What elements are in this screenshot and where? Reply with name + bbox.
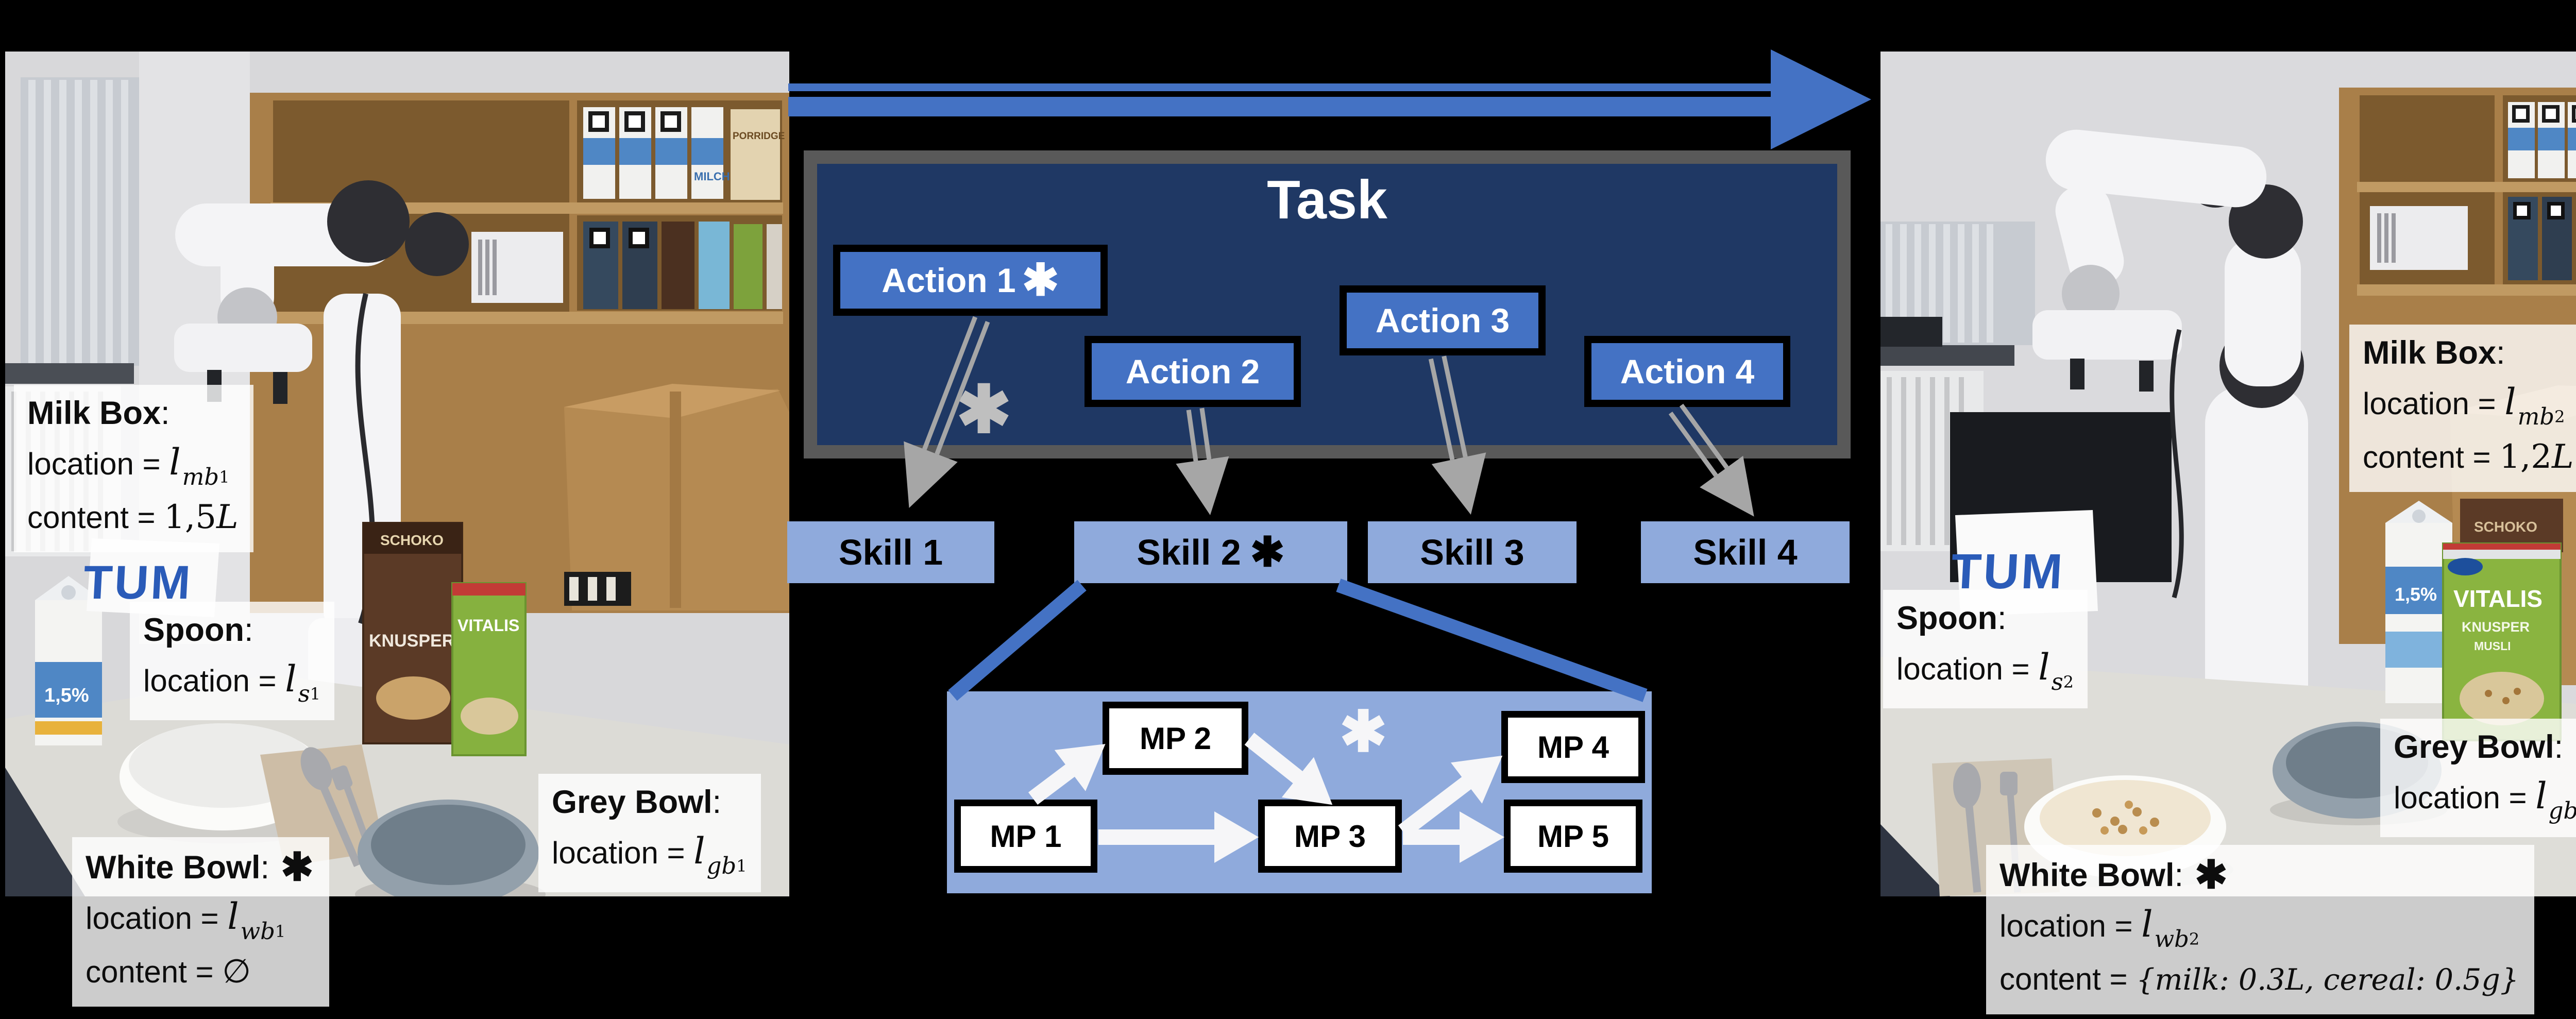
label-white-bowl-final: White Bowl:✱ location = lwb2 content = {… [1986, 845, 2535, 1014]
label-title: White Bowl [86, 850, 261, 886]
milk-fat-text: 1,5% [44, 685, 89, 706]
milch-text: MILCH [694, 170, 730, 183]
milk-cartons-shelf [2508, 102, 2576, 178]
mp-5-box[interactable]: MP 5 [1504, 800, 1642, 873]
napkin [260, 744, 385, 867]
action-3-label: Action 3 [1375, 301, 1510, 339]
label-title: Spoon [143, 612, 244, 648]
milk-carton: 1,5% [2385, 501, 2452, 703]
label-spoon-final: Spoon: location = ls2 [1883, 590, 2088, 708]
label-milk-box-final: Milk Box: location = lmb2 content = 1,2L [2349, 325, 2576, 492]
skill-4-label: Skill 4 [1693, 532, 1798, 572]
label-title: Milk Box [2363, 335, 2497, 371]
action-2-box[interactable]: Action 2 [1084, 336, 1301, 407]
cereal-box-vitalis: VITALIS [451, 582, 527, 756]
skill-1-box[interactable]: Skill 1 [787, 521, 994, 583]
window-blinds [5, 77, 139, 384]
gripper-hand [174, 324, 312, 372]
timeline-arrow [788, 49, 1871, 149]
porridge-box-shelf: PORRIDGE [731, 109, 785, 200]
gripper-hand [2032, 310, 2182, 360]
asterisk-icon: ✱ [280, 845, 314, 889]
label-title: Grey Bowl [552, 784, 713, 820]
action-1-label: Action 1 [882, 261, 1016, 299]
skill-4-box[interactable]: Skill 4 [1641, 521, 1850, 583]
window-blinds [1880, 222, 2035, 366]
floor-shadow [5, 768, 85, 896]
gripper-wrist [2062, 265, 2120, 322]
milk-cartons-shelf: MILCH [583, 107, 730, 199]
asterisk-icon: ✱ [956, 373, 1012, 447]
power-supply-box [471, 232, 563, 303]
skill-1-label: Skill 1 [838, 532, 943, 572]
action-4-box[interactable]: Action 4 [1584, 336, 1790, 407]
label-grey-bowl-final: Grey Bowl: location = lgb2 [2380, 719, 2576, 837]
mp-4-label: MP 4 [1537, 729, 1609, 765]
label-grey-bowl-initial: Grey Bowl: location = lgb1 [538, 774, 761, 892]
robot-joint [405, 212, 469, 276]
tum-sign: TUM [82, 538, 219, 617]
asterisk-icon: ✱ [2194, 853, 2228, 897]
mp-2-box[interactable]: MP 2 [1103, 702, 1248, 775]
skill-3-label: Skill 3 [1420, 532, 1524, 572]
cardboard-box [564, 384, 789, 610]
floor-shadow [1880, 824, 1950, 896]
label-title: Milk Box [27, 395, 161, 431]
skill-2-box[interactable]: Skill 2✱ [1074, 521, 1347, 583]
tum-logo-text: TUM [82, 556, 194, 609]
knusper-text: KNUSPER [2462, 619, 2530, 635]
mp-3-box[interactable]: MP 3 [1258, 800, 1402, 873]
milk-carton: 1,5% [35, 576, 102, 745]
grey-bowl [355, 800, 546, 896]
mp-4-box[interactable]: MP 4 [1501, 711, 1645, 783]
asterisk-icon: ✱ [1250, 529, 1285, 575]
schoko-text: SCHOKO [380, 532, 444, 548]
action-4-label: Action 4 [1620, 352, 1755, 390]
asterisk-icon: ✱ [1022, 256, 1059, 305]
power-supply-box [2370, 206, 2468, 270]
hazard-strip [564, 572, 631, 606]
action-1-box[interactable]: Action 1✱ [833, 245, 1108, 316]
label-title: White Bowl [1999, 857, 2175, 893]
skill-2-label: Skill 2 [1137, 532, 1241, 572]
robot-joint [327, 180, 410, 263]
cable [2170, 329, 2184, 599]
milk-fat-text: 1,5% [2395, 584, 2437, 605]
porridge-text: PORRIDGE [733, 131, 785, 142]
label-spoon-initial: Spoon: location = ls1 [130, 602, 335, 720]
gripper-finger [2139, 361, 2154, 392]
action-2-label: Action 2 [1125, 352, 1260, 390]
action-3-box[interactable]: Action 3 [1340, 285, 1546, 355]
cereal-box-schoko: SCHOKO KNUSPER [362, 522, 463, 744]
cereal-boxes-shelf [583, 222, 782, 309]
cereal-box-vitalis: VITALIS KNUSPER MUSLI [2442, 542, 2562, 741]
skill2-expansion-lines [948, 579, 1648, 702]
skill-3-box[interactable]: Skill 3 [1368, 521, 1577, 583]
knusper-text: KNUSPER [369, 631, 454, 651]
label-milk-box-initial: Milk Box: location = lmb1 content = 1,5L [14, 385, 254, 552]
label-title: Grey Bowl [2394, 729, 2554, 765]
label-title: Spoon [1896, 600, 1997, 636]
label-white-bowl-initial: White Bowl:✱ location = lwb1 content = ∅ [72, 837, 329, 1007]
mp-2-label: MP 2 [1140, 721, 1211, 756]
mp-3-label: MP 3 [1294, 819, 1366, 854]
vitalis-text: VITALIS [2453, 585, 2543, 612]
gripper-finger [2070, 359, 2084, 389]
vitalis-text: VITALIS [457, 616, 519, 635]
asterisk-icon: ✱ [1340, 700, 1387, 763]
mp-1-box[interactable]: MP 1 [954, 800, 1097, 873]
cereal-boxes-shelf [2508, 197, 2572, 280]
task-title: Task [1267, 169, 1387, 230]
mp-1-label: MP 1 [990, 819, 1062, 854]
schoko-text: SCHOKO [2474, 519, 2537, 535]
musli-text: MUSLI [2474, 639, 2511, 653]
mp-5-label: MP 5 [1537, 819, 1609, 854]
gripper-finger [273, 372, 287, 404]
